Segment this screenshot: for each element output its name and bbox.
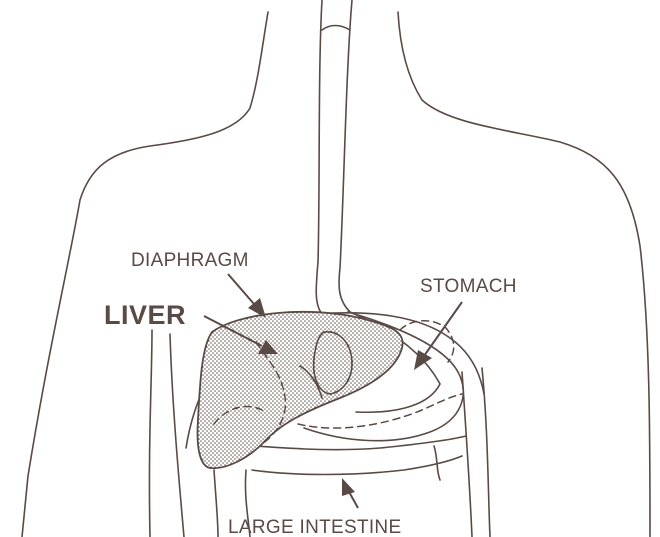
large-intestine-left-wall <box>214 470 218 537</box>
left-torso-line <box>170 334 184 537</box>
liver-label: LIVER <box>104 300 186 330</box>
liver-shape <box>198 312 403 468</box>
liver <box>198 312 403 468</box>
stomach-arrow <box>414 302 462 370</box>
diaphragm-label: DIAPHRAGM <box>131 250 249 271</box>
body-outline <box>22 12 650 537</box>
large-intestine-arrow <box>342 478 358 508</box>
large-intestine-fold <box>252 456 462 475</box>
esophagus-top-curve <box>322 26 350 31</box>
esophagus-right-wall <box>339 0 352 312</box>
left-arm-inner-line <box>149 330 152 537</box>
stomach-label: STOMACH <box>420 276 517 297</box>
diaphragm-arrow <box>228 274 266 318</box>
large-intestine-label: LARGE INTESTINE <box>228 517 401 537</box>
esophagus-left-wall <box>316 0 322 314</box>
esophagus <box>316 0 352 314</box>
